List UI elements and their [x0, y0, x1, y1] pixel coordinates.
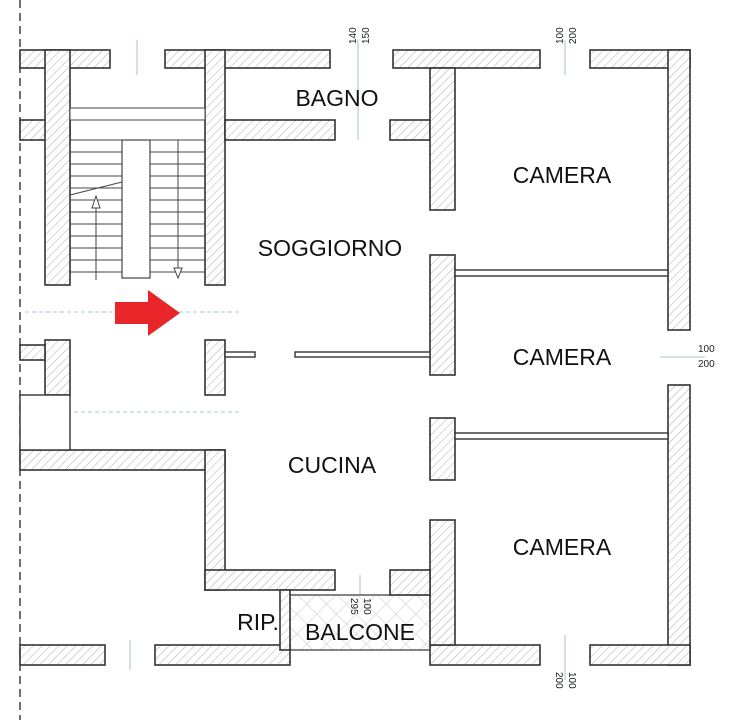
svg-text:100: 100 [555, 27, 566, 44]
svg-text:200: 200 [698, 359, 715, 370]
svg-text:140: 140 [348, 27, 359, 44]
room-label-balcone: BALCONE [305, 619, 415, 645]
svg-text:100: 100 [698, 344, 715, 355]
svg-text:295: 295 [348, 598, 359, 615]
svg-text:150: 150 [361, 27, 372, 44]
entrance-arrow-icon [115, 290, 180, 336]
svg-text:100: 100 [361, 598, 372, 615]
stair-down-arrow-icon [173, 267, 183, 280]
staircase [69, 107, 206, 280]
dimension-labels: 140 150 100 200 100 200 100 295 100 200 [348, 27, 715, 689]
room-label-bagno: BAGNO [295, 85, 378, 111]
room-label-camera-top: CAMERA [513, 162, 612, 188]
room-label-cucina: CUCINA [288, 452, 377, 478]
room-label-camera-bottom: CAMERA [513, 534, 612, 560]
svg-text:100: 100 [566, 672, 577, 689]
room-label-ripostiglio: RIP. [237, 609, 279, 635]
walls [19, 49, 691, 666]
svg-text:200: 200 [568, 27, 579, 44]
stair-up-arrow-icon [91, 194, 101, 209]
room-label-camera-middle: CAMERA [513, 344, 612, 370]
room-label-soggiorno: SOGGIORNO [258, 235, 402, 261]
svg-text:200: 200 [553, 672, 564, 689]
